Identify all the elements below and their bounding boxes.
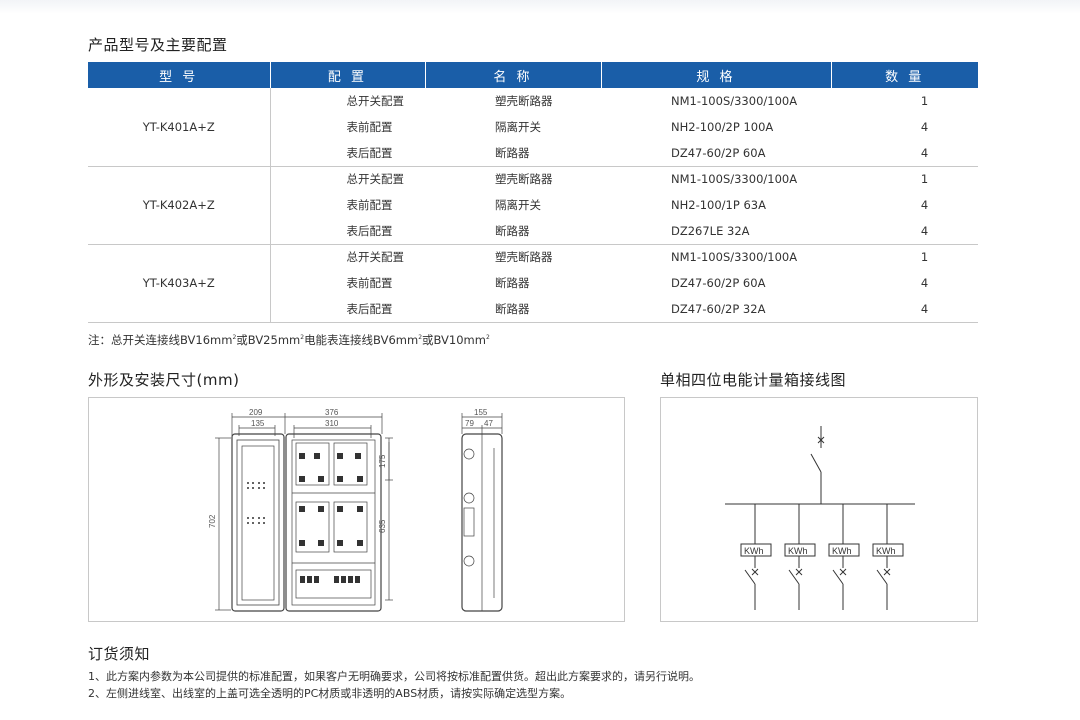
dim-label: 155 (474, 408, 488, 417)
order-note-2: 2、左侧进线室、出线室的上盖可选全透明的PC材质或非透明的ABS材质，请按实际确… (88, 687, 572, 700)
model-cell: YT-K402A+Z (88, 166, 271, 245)
config-cell: 表后配置 (270, 218, 425, 245)
name-cell: 隔离开关 (495, 198, 541, 212)
config-cell: 总开关配置 (346, 172, 405, 187)
wiring-note: 注：总开关连接线BV16mm2或BV25mm2电能表连接线BV6mm2或BV10… (88, 332, 490, 348)
table-row: 表后配置 断路器 DZ47-60/2P 32A 4 (88, 296, 978, 323)
wiring-diagram: KWh KWh KWh KWh (725, 426, 915, 610)
table-row: YT-K401A+Z 总开关配置 塑壳断路器 NM1-100S/3300/100… (88, 88, 978, 167)
dim-label: 310 (325, 419, 339, 428)
dim-label: 376 (325, 408, 339, 417)
spec-cell: NM1-100S/3300/100A (671, 172, 798, 187)
config-cell: 表后配置 (270, 140, 425, 167)
model-cell: YT-K401A+Z (88, 88, 271, 167)
kwh-meter-label: KWh (788, 546, 808, 556)
qty-cell: 4 (831, 296, 978, 323)
section-title-dimensions: 外形及安装尺寸(mm) (88, 371, 240, 389)
table-row: 表前配置 断路器 DZ47-60/2P 60A 4 (88, 270, 978, 296)
spec-cell: DZ47-60/2P 32A (601, 296, 831, 323)
qty-cell: 4 (831, 218, 978, 245)
note-sup: 2 (300, 334, 305, 342)
spec-cell: NM1-100S/3300/100A (671, 94, 798, 108)
note-part: 电能表连接线BV6mm (304, 333, 419, 347)
name-cell: 断路器 (425, 218, 601, 245)
note-part: 或BV10mm (422, 333, 486, 347)
table-row: YT-K402A+Z 总开关配置 塑壳断路器 NM1-100S/3300/100… (88, 166, 978, 245)
dim-label: 702 (208, 514, 217, 528)
note-sup: 2 (485, 334, 490, 342)
section-title-order: 订货须知 (88, 645, 151, 663)
name-cell: 塑壳断路器 (495, 94, 553, 108)
spec-cell: DZ267LE 32A (601, 218, 831, 245)
kwh-meter-label: KWh (744, 546, 764, 556)
dim-label: 209 (249, 408, 263, 417)
order-note-1: 1、此方案内参数为本公司提供的标准配置，如果客户无明确要求，公司将按标准配置供货… (88, 670, 700, 683)
spec-cell: NH2-100/1P 63A (671, 198, 766, 212)
config-cell: 表前配置 (346, 198, 393, 212)
note-sup: 2 (232, 334, 237, 342)
table-row: 表前配置 隔离开关 NH2-100/2P 100A 4 (88, 114, 978, 140)
section-title-wiring: 单相四位电能计量箱接线图 (660, 371, 847, 389)
spec-cell: NM1-100S/3300/100A (671, 250, 798, 265)
config-table: 型 号 配 置 名 称 规 格 数 量 YT-K401A+Z 总开关配置 塑壳断… (88, 62, 978, 323)
spec-cell: DZ47-60/2P 60A (601, 140, 831, 167)
note-part: 注：总开关连接线BV16mm (88, 333, 233, 347)
qty-cell: 4 (920, 198, 929, 212)
dimension-drawing: 209 135 376 310 702 175 635 155 79 47 (208, 408, 503, 612)
name-cell: 隔离开关 (495, 120, 541, 134)
config-cell: 总开关配置 (346, 250, 405, 265)
qty-cell: 4 (920, 276, 929, 290)
table-header-row: 型 号 配 置 名 称 规 格 数 量 (88, 62, 978, 88)
config-cell: 表后配置 (270, 296, 425, 323)
header-spec: 规 格 (601, 62, 832, 88)
kwh-meter-label: KWh (832, 546, 852, 556)
spec-cell: NH2-100/2P 100A (671, 120, 774, 134)
header-config: 配 置 (270, 62, 426, 88)
section-title-config: 产品型号及主要配置 (88, 36, 228, 54)
name-cell: 塑壳断路器 (495, 172, 553, 187)
name-cell: 塑壳断路器 (495, 250, 553, 265)
dim-label: 175 (378, 454, 387, 468)
wiring-diagram-box: KWh KWh KWh KWh (660, 397, 978, 622)
table-row: YT-K403A+Z 总开关配置 塑壳断路器 NM1-100S/3300/100… (88, 244, 978, 323)
table-row: 表后配置 断路器 DZ47-60/2P 60A 4 (88, 140, 978, 167)
dim-label: 47 (484, 419, 493, 428)
kwh-meter-label: KWh (876, 546, 896, 556)
name-cell: 断路器 (495, 276, 530, 290)
config-cell: 表前配置 (346, 276, 393, 290)
qty-cell: 1 (920, 250, 929, 265)
qty-cell: 1 (920, 94, 929, 108)
dim-label: 79 (465, 419, 474, 428)
header-model: 型 号 (88, 62, 271, 88)
dim-label: 635 (378, 519, 387, 533)
config-cell: 表前配置 (346, 120, 393, 134)
order-notes: 1、此方案内参数为本公司提供的标准配置，如果客户无明确要求，公司将按标准配置供货… (88, 668, 700, 702)
spec-cell: DZ47-60/2P 60A (671, 276, 766, 290)
dimension-drawing-box: 209 135 376 310 702 175 635 155 79 47 (88, 397, 625, 622)
name-cell: 断路器 (425, 296, 601, 323)
table-row: 表后配置 断路器 DZ267LE 32A 4 (88, 218, 978, 245)
table-row: 表前配置 隔离开关 NH2-100/1P 63A 4 (88, 192, 978, 218)
note-part: 或BV25mm (236, 333, 301, 347)
config-cell: 总开关配置 (346, 94, 405, 108)
header-qty: 数 量 (831, 62, 978, 88)
qty-cell: 1 (920, 172, 929, 187)
dim-label: 135 (251, 419, 265, 428)
top-bar (0, 0, 1080, 14)
model-cell: YT-K403A+Z (88, 244, 271, 323)
name-cell: 断路器 (425, 140, 601, 167)
qty-cell: 4 (831, 140, 978, 167)
note-sup: 2 (418, 334, 423, 342)
header-name: 名 称 (425, 62, 602, 88)
qty-cell: 4 (920, 120, 929, 134)
